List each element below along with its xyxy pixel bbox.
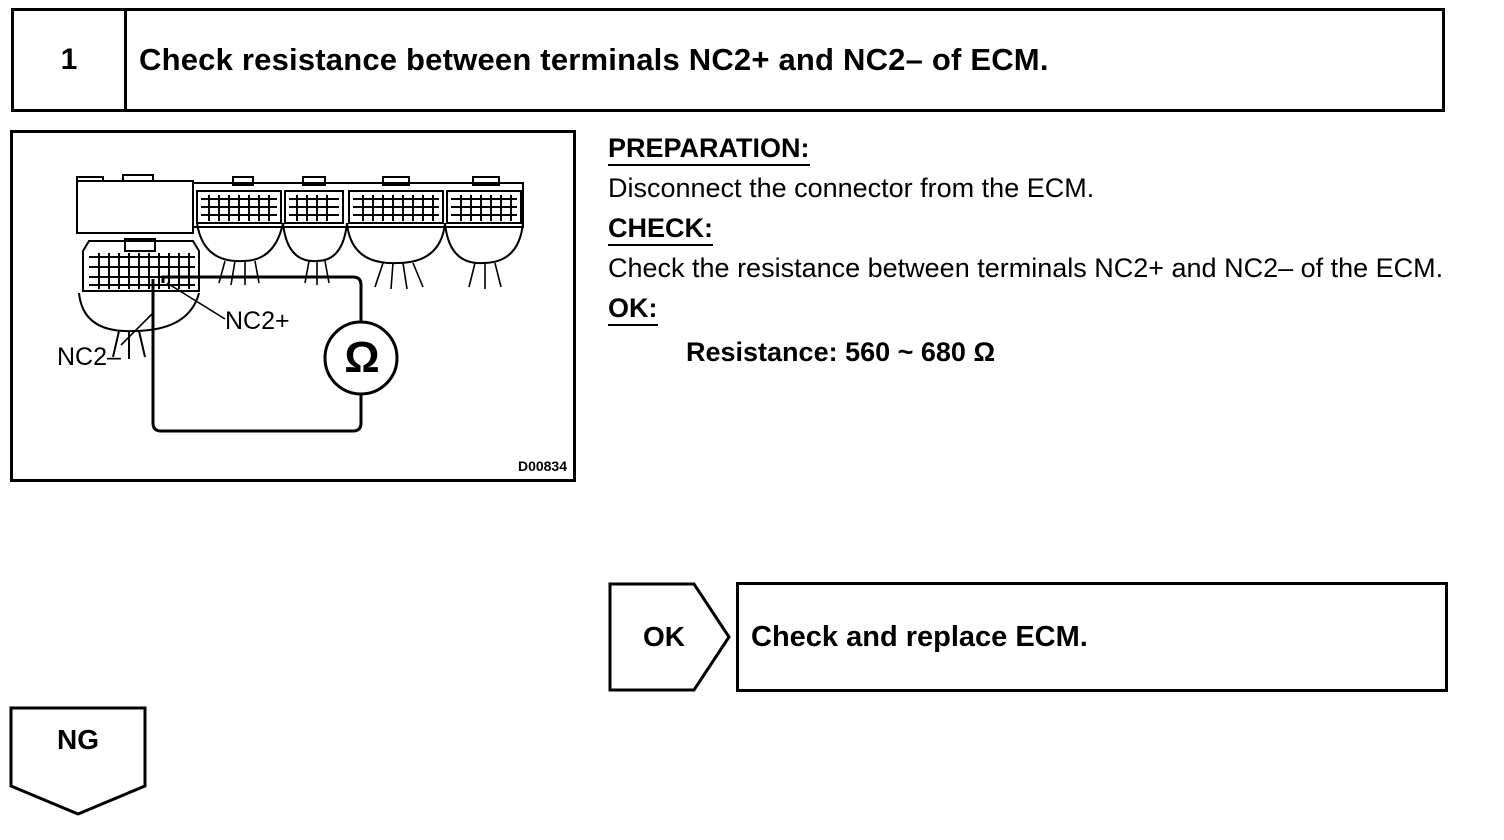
label-nc2-minus: NC2– [57, 343, 121, 371]
resistance-spec: Resistance: 560 ~ 680 Ω [686, 337, 996, 367]
step-title: Check resistance between terminals NC2+ … [139, 42, 1049, 77]
connector-block-1 [196, 176, 284, 263]
figure-id: D00834 [517, 458, 567, 474]
label-nc2-plus: NC2+ [225, 307, 290, 335]
ohmmeter-symbol: Ω [344, 333, 380, 382]
ohmmeter [323, 320, 399, 396]
check-text: Check the resistance between terminals N… [608, 253, 1444, 283]
ng-label: NG [57, 724, 99, 755]
detached-connector [78, 238, 200, 359]
ecm-connector-figure: Ω NC2+ NC2– D00834 [10, 130, 576, 482]
wire-bundles [218, 260, 502, 290]
connector-block-4 [444, 176, 524, 265]
instructions-panel: PREPARATION: Disconnect the connector fr… [608, 128, 1468, 372]
preparation-text: Disconnect the connector from the ECM. [608, 173, 1095, 203]
connector-block-2 [282, 176, 348, 263]
ecm-housing-left [76, 180, 194, 234]
pointer-nc2-minus [120, 312, 154, 346]
ok-outcome-tag: OK [608, 582, 733, 692]
ng-arrow-down-icon [9, 706, 147, 816]
pointer-nc2-plus [166, 282, 226, 320]
connector-block-3 [346, 176, 446, 265]
step-number: 1 [14, 11, 127, 109]
probe-leads [151, 275, 363, 433]
ng-outcome-tag: NG [9, 706, 147, 816]
step-header: 1 Check resistance between terminals NC2… [11, 8, 1445, 112]
ecm-housing-right [192, 182, 524, 228]
check-heading: CHECK: [608, 212, 713, 246]
ecm-connector-diagram [76, 174, 524, 433]
ok-arrow-icon [608, 582, 731, 692]
preparation-heading: PREPARATION: [608, 132, 810, 166]
ecm-housing-tabs [76, 174, 154, 181]
ok-heading: OK: [608, 292, 658, 326]
ok-action-box: Check and replace ECM. [736, 582, 1448, 692]
ok-label: OK [643, 621, 685, 652]
